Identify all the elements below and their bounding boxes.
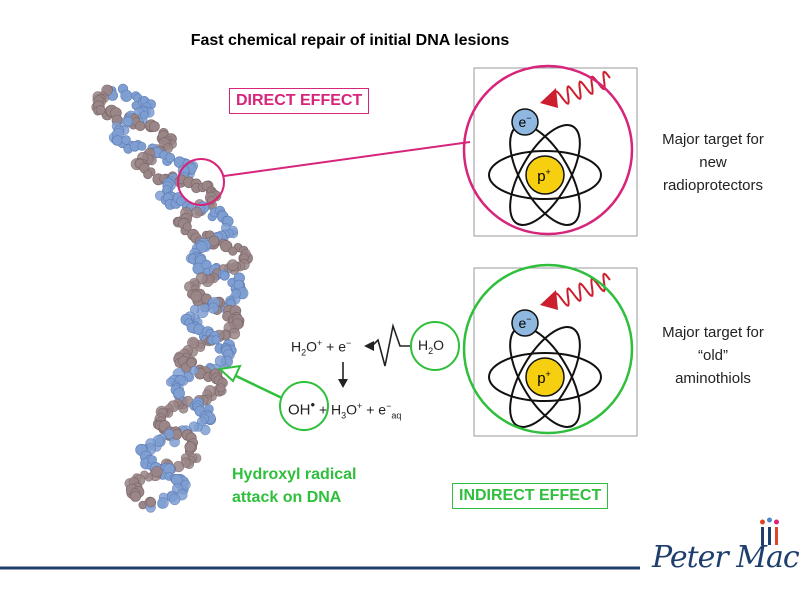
dna-atom: [191, 206, 203, 219]
dna-atom: [189, 365, 199, 375]
dna-atom: [214, 355, 227, 367]
dna-atom: [184, 441, 196, 453]
arrow-down-icon: [338, 379, 348, 388]
dna-atom: [137, 141, 147, 151]
energy-squiggle: [371, 322, 410, 367]
proton-label: p+: [537, 369, 551, 387]
electron-label: e−: [518, 113, 531, 130]
proton-label: p+: [537, 167, 551, 185]
h2o-circle: [410, 321, 460, 371]
dna-atom: [148, 121, 160, 132]
dna-atom: [182, 222, 192, 232]
dna-atom: [207, 302, 219, 314]
ionization-equation: H2O+ + e−: [291, 338, 352, 358]
page-title: Fast chemical repair of initial DNA lesi…: [190, 32, 510, 49]
dna-atom: [95, 105, 106, 115]
products-equation: OH• + H3O+ + e−aq: [288, 397, 402, 421]
dna-atom: [130, 490, 142, 502]
proton-icon: [525, 155, 565, 195]
dna-helix: [91, 83, 253, 513]
direct-connector-line: [223, 141, 471, 177]
radiation-wave-icon: [540, 272, 611, 310]
target-line: “old”: [697, 347, 728, 364]
dna-atom: [190, 304, 200, 315]
dna-atom: [228, 246, 238, 256]
electron-label: e−: [518, 314, 531, 331]
dna-atom: [140, 110, 149, 120]
dna-atom: [123, 116, 134, 127]
peter-mac-logo: Peter Mac: [652, 540, 800, 575]
direct-lesion-circle: [177, 158, 225, 206]
dna-atom: [165, 152, 176, 163]
hydroxyl-attack-label: Hydroxyl radical attack on DNA: [232, 463, 357, 509]
arrow-left-icon: [364, 341, 374, 351]
radiation-wave-icon: [540, 70, 611, 108]
indirect-effect-label: INDIRECT EFFECT: [452, 483, 609, 509]
proton-icon: [525, 357, 565, 397]
dna-atom: [226, 259, 239, 271]
hydroxyl-label-line: Hydroxyl radical: [232, 466, 357, 483]
logo-figures-icon: [760, 517, 779, 545]
indirect-target-text: Major target for “old” aminothiols: [643, 321, 783, 390]
attack-arrow-line: [233, 373, 283, 400]
dna-atom: [121, 135, 131, 145]
dna-atom: [143, 170, 153, 180]
dna-atom: [231, 289, 241, 299]
electron-icon: [511, 108, 539, 136]
dna-atom: [163, 428, 175, 440]
h2o-formula: H2O: [418, 337, 445, 356]
target-line: Major target for: [662, 131, 764, 148]
target-line: aminothiols: [675, 370, 751, 387]
target-line: Major target for: [662, 324, 764, 341]
attack-arrow-head: [217, 364, 242, 383]
dna-atom: [146, 497, 156, 507]
dna-atom: [169, 493, 181, 506]
dna-atom: [200, 303, 210, 313]
dna-atom: [216, 383, 226, 393]
dna-atom: [112, 135, 123, 146]
dna-atom: [190, 290, 203, 303]
indirect-atom: [488, 309, 602, 428]
dna-atom: [135, 121, 146, 132]
dna-atom: [211, 335, 221, 345]
target-line: radioprotectors: [662, 177, 764, 194]
hydroxyl-label-line: attack on DNA: [232, 489, 342, 506]
dna-atom: [120, 89, 133, 102]
direct-effect-label: DIRECT EFFECT: [229, 88, 370, 114]
electron-icon: [511, 309, 539, 337]
dna-atom: [157, 497, 169, 509]
target-line: new: [699, 154, 727, 171]
dna-atom: [151, 466, 163, 478]
dna-atom: [220, 240, 233, 253]
dna-atom: [219, 270, 230, 281]
oh-radical-circle: [279, 381, 329, 431]
direct-effect-circle: [462, 64, 634, 236]
indirect-effect-circle: [462, 263, 634, 435]
direct-target-text: Major target for new radioprotectors: [643, 128, 783, 197]
